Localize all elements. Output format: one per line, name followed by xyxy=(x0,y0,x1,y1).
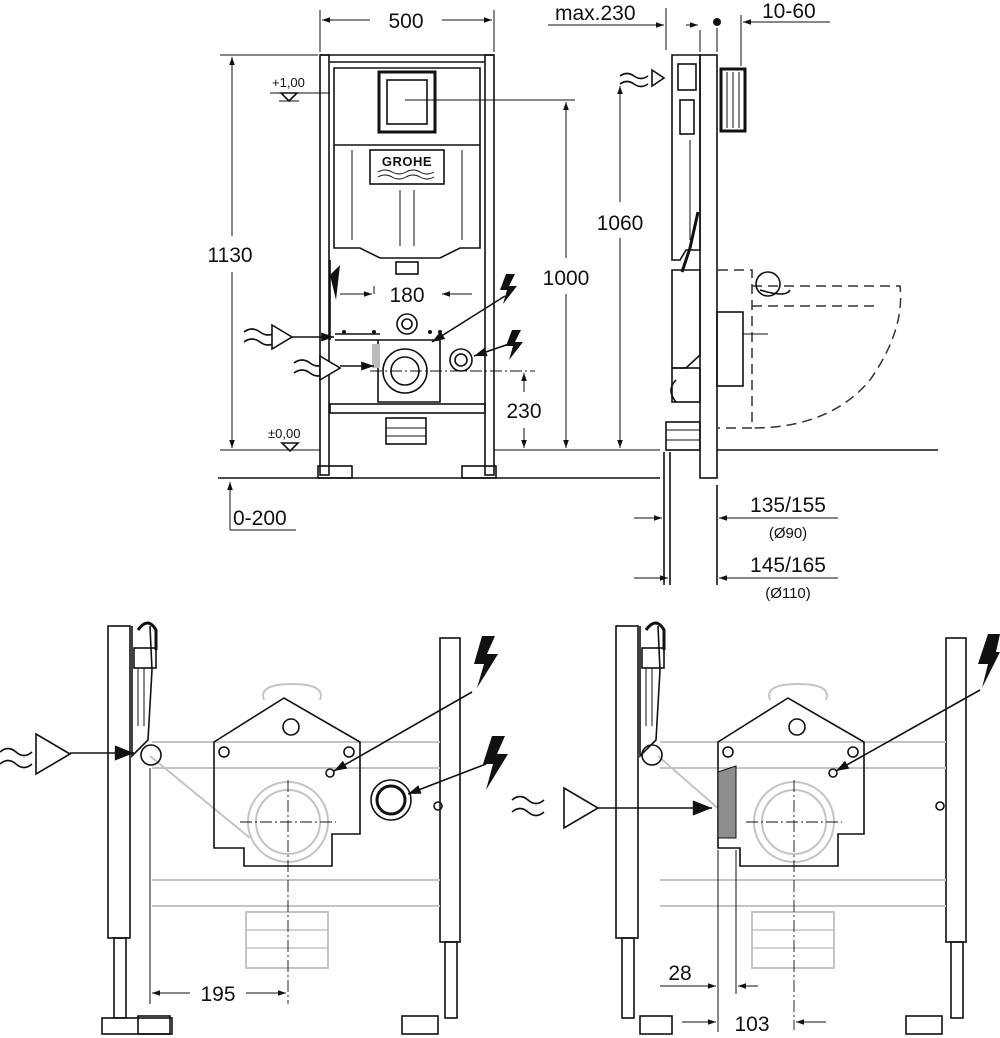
water-inlet-symbol xyxy=(243,323,375,382)
dim-195: 195 xyxy=(149,768,286,1006)
level-marker-floor: ±0,00 xyxy=(268,426,300,453)
level-top-label: +1,00 xyxy=(272,75,305,90)
dim-103: 103 xyxy=(682,1013,826,1036)
dim-1130: 1130 xyxy=(207,54,318,451)
dim-10-60: 10-60 xyxy=(713,0,830,66)
detail-right: 28 103 xyxy=(511,621,1000,1036)
cistern: GROHE xyxy=(333,67,481,335)
dim-0-200: 0-200 xyxy=(227,482,296,531)
dim-inlet-spacing-label: 180 xyxy=(389,284,424,307)
dim-180: 180 xyxy=(340,284,472,307)
dim-1060: 1060 xyxy=(597,86,644,448)
dim-a-note: (Ø90) xyxy=(769,525,807,542)
dim-145-165: 145/165 (Ø110) xyxy=(634,554,838,602)
dim-28-label: 28 xyxy=(668,962,691,985)
dim-b-note: (Ø110) xyxy=(765,585,811,602)
dim-a-label: 135/155 xyxy=(750,494,826,517)
dim-135-155: 135/155 (Ø90) xyxy=(634,494,838,542)
dim-height-label: 1130 xyxy=(207,244,252,267)
dim-wall-gap-label: 10-60 xyxy=(762,0,816,23)
dim-max-230: max.230 xyxy=(548,2,701,52)
level-marker-top: +1,00 xyxy=(270,75,330,103)
floor-adjust-label: 0-200 xyxy=(233,507,287,530)
dim-outlet-height-label: 230 xyxy=(506,400,541,423)
brand-logo: GROHE xyxy=(382,154,432,169)
toilet-outline xyxy=(716,269,902,429)
dim-500: 500 xyxy=(319,10,495,52)
dim-width-label: 500 xyxy=(388,10,423,33)
dim-195-label: 195 xyxy=(200,983,235,1006)
front-view: GROHE xyxy=(207,10,660,531)
side-view: max.230 10-60 1060 135/155 (Ø90) xyxy=(548,0,938,602)
electrical-symbol xyxy=(431,274,523,360)
dim-1060-label: 1060 xyxy=(597,212,644,235)
dim-28: 28 xyxy=(660,850,758,1032)
front-frame xyxy=(317,54,497,479)
dim-230: 230 xyxy=(506,373,542,448)
outlet-assembly xyxy=(329,260,535,445)
dim-max-depth-label: max.230 xyxy=(555,2,636,25)
detail-left: 195 xyxy=(0,621,508,1035)
dim-103-label: 103 xyxy=(734,1013,769,1036)
dim-b-label: 145/165 xyxy=(750,554,826,577)
dim-1000-label: 1000 xyxy=(543,267,590,290)
level-floor-label: ±0,00 xyxy=(268,426,300,441)
dim-1000: 1000 xyxy=(405,99,590,448)
